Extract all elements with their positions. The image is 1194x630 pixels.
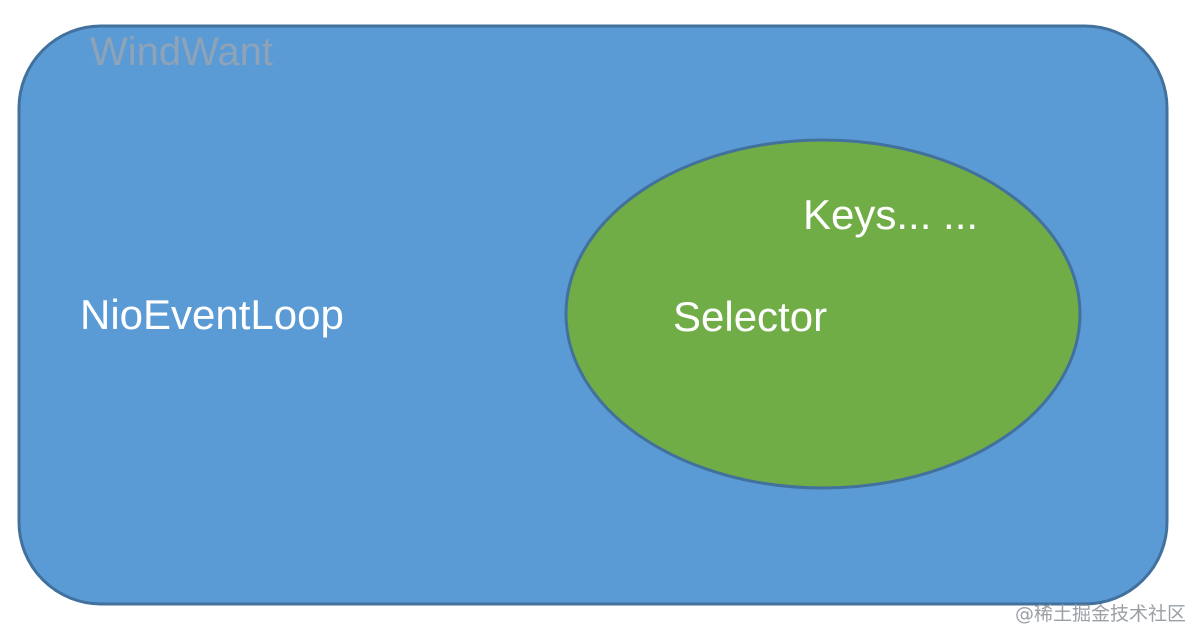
selector-ellipse [564, 138, 1082, 490]
watermark-label: WindWant [90, 30, 274, 74]
credit-watermark: @稀土掘金技术社区 [1014, 603, 1186, 625]
keys-label: Keys... ... [803, 191, 979, 238]
selector-label: Selector [673, 293, 828, 340]
nioeventloop-label: NioEventLoop [80, 291, 344, 338]
